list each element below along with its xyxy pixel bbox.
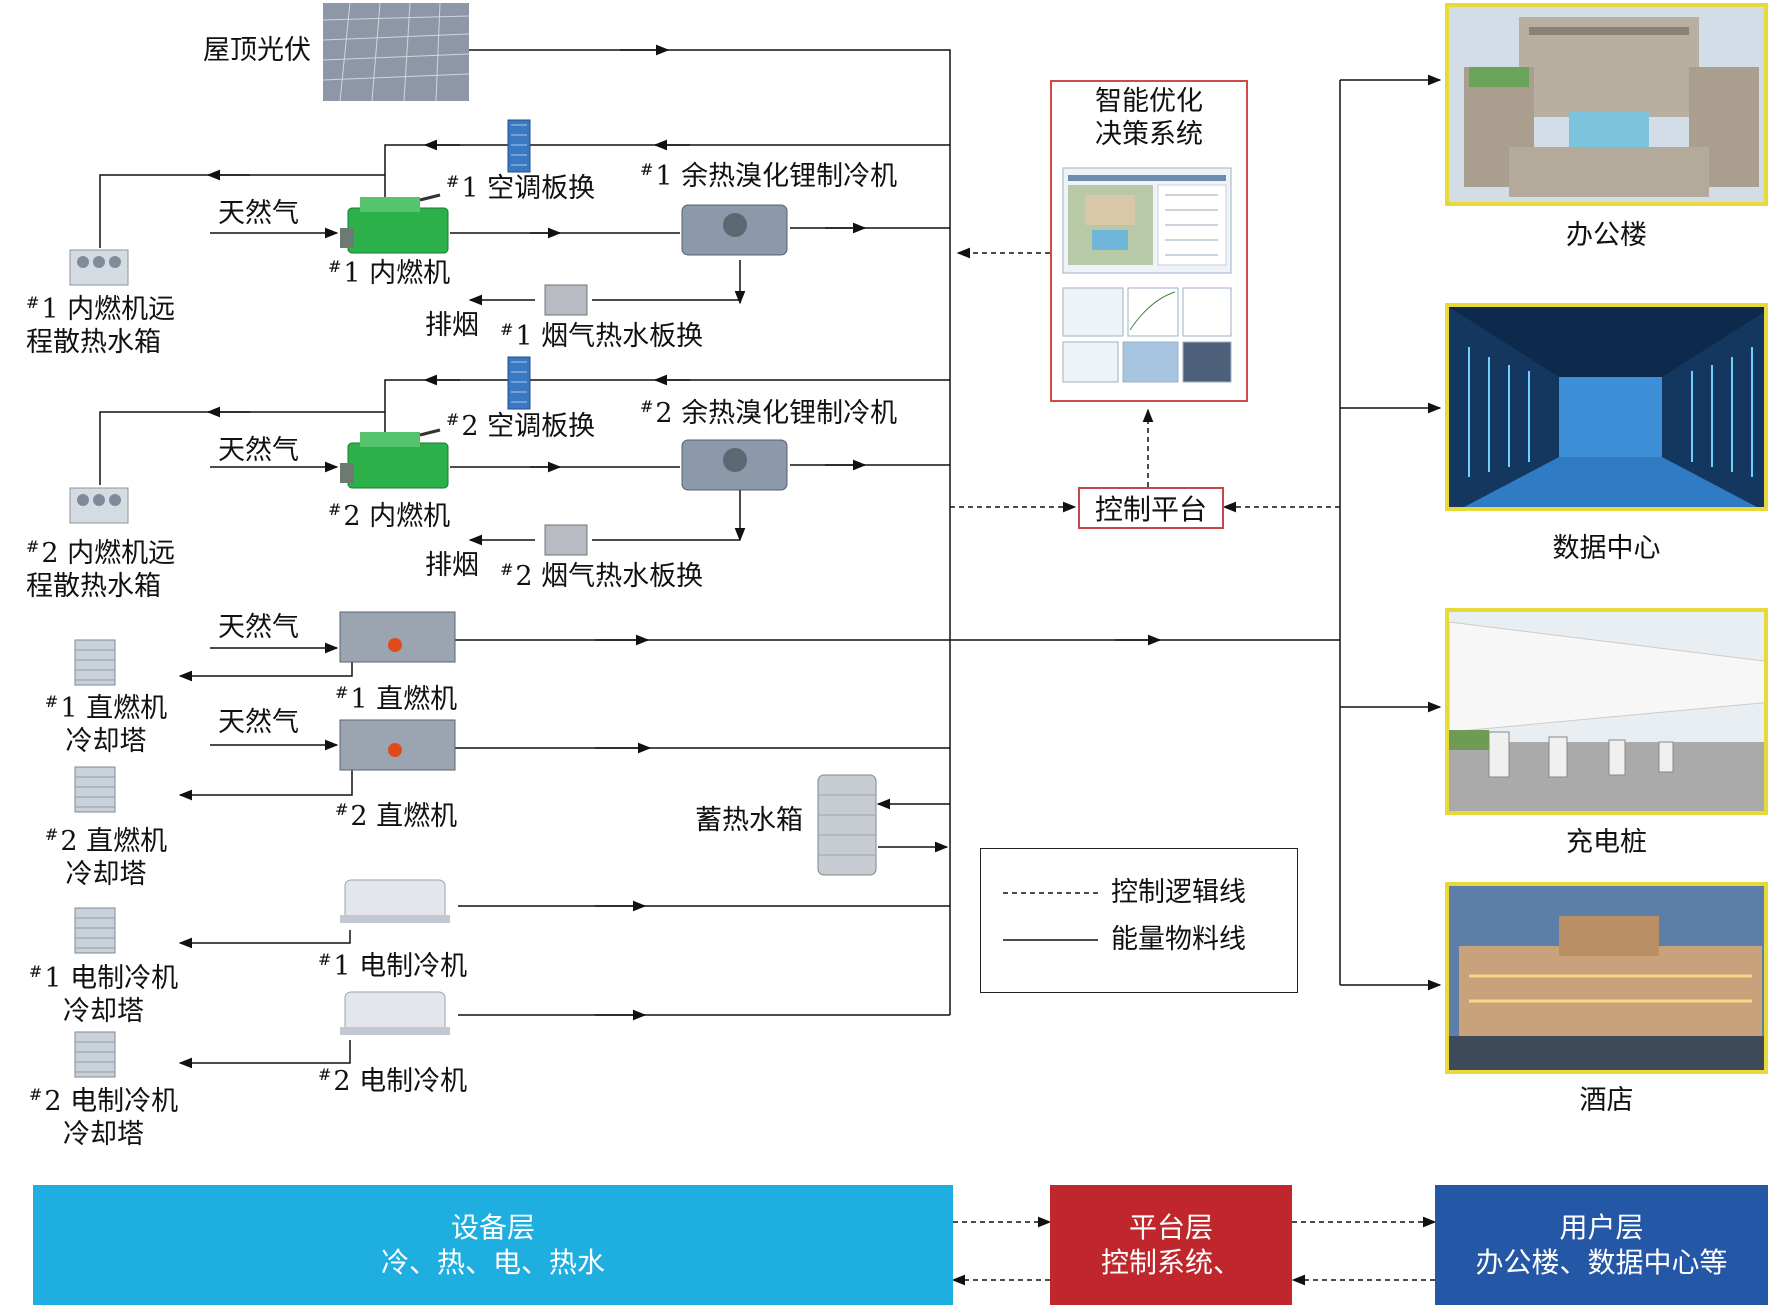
flue-gas-plate-1-icon [544,284,588,316]
user-hotel-label: 酒店 [1579,1085,1634,1116]
remote-radiator-1-icon [69,249,129,286]
direct-fired-unit-2-icon [339,719,456,771]
storage-tank-icon [817,774,877,876]
electric-chiller-2-label: #2 电制冷机 [318,1065,468,1097]
engine-1-label: #1 内燃机 [328,257,451,289]
electric-chiller-1-label: #1 电制冷机 [318,950,468,982]
direct-fired-unit-1-icon [339,611,456,663]
natural-gas-label-4: 天然气 [218,707,299,738]
remote-tank-1-label: #1 内燃机远程散热水箱 [26,293,176,358]
user-layer-title: 用户层 [1559,1211,1644,1244]
remote-radiator-2-icon [69,487,129,524]
cooling-tower-4-icon [74,1031,116,1078]
legend-control-label: 控制逻辑线 [1111,877,1246,908]
legend-energy-label: 能量物料线 [1111,924,1246,955]
equipment-layer-title: 设备层 [450,1211,535,1244]
pv-panel-icon [322,2,470,102]
control-platform-box: 控制平台 [1078,487,1224,529]
user-office-label: 办公楼 [1566,220,1647,251]
flue-gas-plate-2-icon [544,524,588,556]
user-layer-sub: 办公楼、数据中心等 [1475,1246,1728,1279]
platform-layer-sub: 控制系统、 [1100,1246,1241,1279]
electric-tower-1-label: #1 电制冷机冷却塔 [28,962,179,1027]
data-center-image [1445,303,1768,511]
cooling-tower-1-icon [74,639,116,686]
cooling-tower-2-icon [74,766,116,813]
platform-layer-bar: 平台层 控制系统、 [1050,1185,1292,1305]
gas-engine-2-icon [340,428,449,489]
natural-gas-label-2: 天然气 [218,435,299,466]
absorption-chiller-2-icon [681,439,788,491]
absorption-chiller-1-icon [681,204,788,256]
hotel-image [1445,882,1768,1074]
flue-plate-1-label: #1 烟气热水板换 [500,320,704,352]
office-building-image [1445,3,1768,206]
chiller-2-label: #2 余热溴化锂制冷机 [640,397,898,429]
legend-box: 控制逻辑线 能量物料线 [980,848,1298,993]
roof-pv-label: 屋顶光伏 [203,35,311,66]
storage-tank-label: 蓄热水箱 [695,805,803,836]
user-layer-bar: 用户层 办公楼、数据中心等 [1435,1185,1768,1305]
chiller-1-label: #1 余热溴化锂制冷机 [640,160,898,192]
exhaust-label-2: 排烟 [425,550,479,581]
remote-tank-2-label: #2 内燃机远程散热水箱 [26,537,176,602]
equipment-layer-bar: 设备层 冷、热、电、热水 [33,1185,953,1305]
engine-2-label: #2 内燃机 [328,500,451,532]
smart-decision-system-box: 智能优化决策系统 [1050,80,1248,402]
direct-fired-1-label: #1 直燃机 [335,683,458,715]
exhaust-label-1: 排烟 [425,310,479,341]
electric-chiller-1-icon [340,879,450,923]
ac-plate-exchanger-1-icon [507,119,531,173]
ac-plate-1-label: #1 空调板换 [446,172,596,204]
platform-layer-title: 平台层 [1128,1211,1213,1244]
direct-fired-tower-1-label: #1 直燃机冷却塔 [44,692,168,757]
electric-tower-2-label: #2 电制冷机冷却塔 [28,1085,179,1150]
electric-chiller-2-icon [340,991,450,1035]
direct-fired-2-label: #2 直燃机 [335,800,458,832]
gas-engine-1-icon [340,193,449,254]
user-datacenter-label: 数据中心 [1552,533,1661,564]
charging-station-image [1445,608,1768,815]
flue-plate-2-label: #2 烟气热水板换 [500,560,704,592]
natural-gas-label-1: 天然气 [218,198,299,229]
user-charging-label: 充电桩 [1566,827,1647,858]
ac-plate-2-label: #2 空调板换 [446,410,596,442]
equipment-layer-sub: 冷、热、电、热水 [380,1246,605,1279]
ac-plate-exchanger-2-icon [507,356,531,410]
cooling-tower-3-icon [74,907,116,954]
direct-fired-tower-2-label: #2 直燃机冷却塔 [44,825,168,890]
natural-gas-label-3: 天然气 [218,612,299,643]
smart-system-title: 智能优化决策系统 [1095,86,1203,150]
